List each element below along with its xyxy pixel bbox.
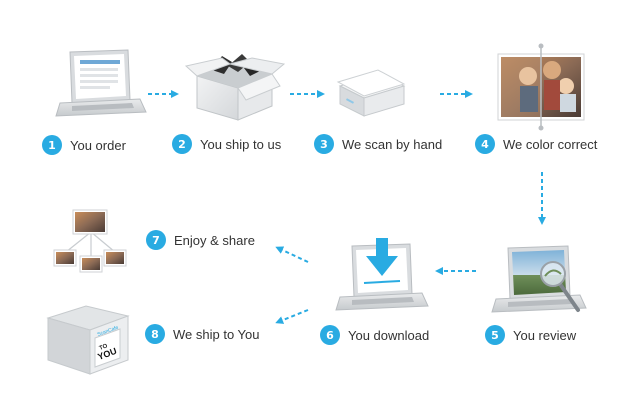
scanner-icon	[336, 69, 406, 117]
shipping-box-icon	[184, 54, 286, 121]
step-6-label: You download	[348, 327, 430, 343]
arrow-6-to-8	[275, 309, 309, 324]
step-1-number: 1	[42, 135, 62, 155]
step-4-label: We color correct	[503, 136, 598, 152]
step-1: 1 You order	[42, 134, 126, 156]
laptop-order-icon	[55, 49, 147, 117]
step-4: 4 We color correct	[475, 133, 597, 155]
step-7-number: 7	[146, 230, 166, 250]
review-laptop-icon	[491, 245, 587, 313]
arrow-6-to-7	[275, 246, 309, 263]
step-5-label: You review	[513, 327, 577, 343]
step-8-label: We ship to You	[173, 326, 260, 342]
step-2: 2 You ship to us	[172, 133, 281, 155]
step-1-label: You order	[70, 137, 126, 153]
step-8: 8 We ship to You	[145, 323, 260, 345]
return-box-icon: ScanCafe TO YOU	[46, 305, 130, 375]
step-4-number: 4	[475, 134, 495, 154]
step-6: 6 You download	[320, 324, 429, 346]
flow-arrows	[148, 90, 546, 324]
step-2-number: 2	[172, 134, 192, 154]
step-7: 7 Enjoy & share	[146, 229, 255, 251]
step-5-number: 5	[485, 325, 505, 345]
share-photos-icon	[53, 209, 127, 273]
step-7-label: Enjoy & share	[174, 232, 255, 248]
step-3: 3 We scan by hand	[314, 133, 442, 155]
color-correct-photo-icon	[497, 43, 585, 131]
step-3-number: 3	[314, 134, 334, 154]
step-5: 5 You review	[485, 324, 576, 346]
step-2-label: You ship to us	[200, 136, 282, 152]
step-6-number: 6	[320, 325, 340, 345]
step-8-number: 8	[145, 324, 165, 344]
step-3-label: We scan by hand	[342, 136, 443, 152]
box-label-to: TO	[99, 343, 109, 352]
download-laptop-icon	[335, 238, 429, 311]
